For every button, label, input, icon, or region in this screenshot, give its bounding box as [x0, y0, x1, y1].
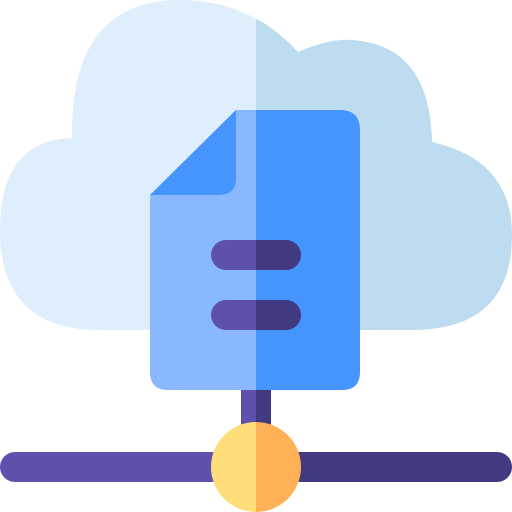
network-node-icon [211, 422, 301, 512]
text-line-1-right [256, 240, 301, 270]
text-line-2-right [256, 300, 301, 330]
network-line-right [256, 452, 512, 482]
text-line-1-left [211, 240, 256, 270]
text-line-2-left [211, 300, 256, 330]
network-line-left [0, 452, 256, 482]
document-text-lines [211, 240, 301, 330]
document-fold [150, 110, 236, 195]
node-left-half [211, 422, 256, 512]
node-right-half [256, 422, 301, 512]
